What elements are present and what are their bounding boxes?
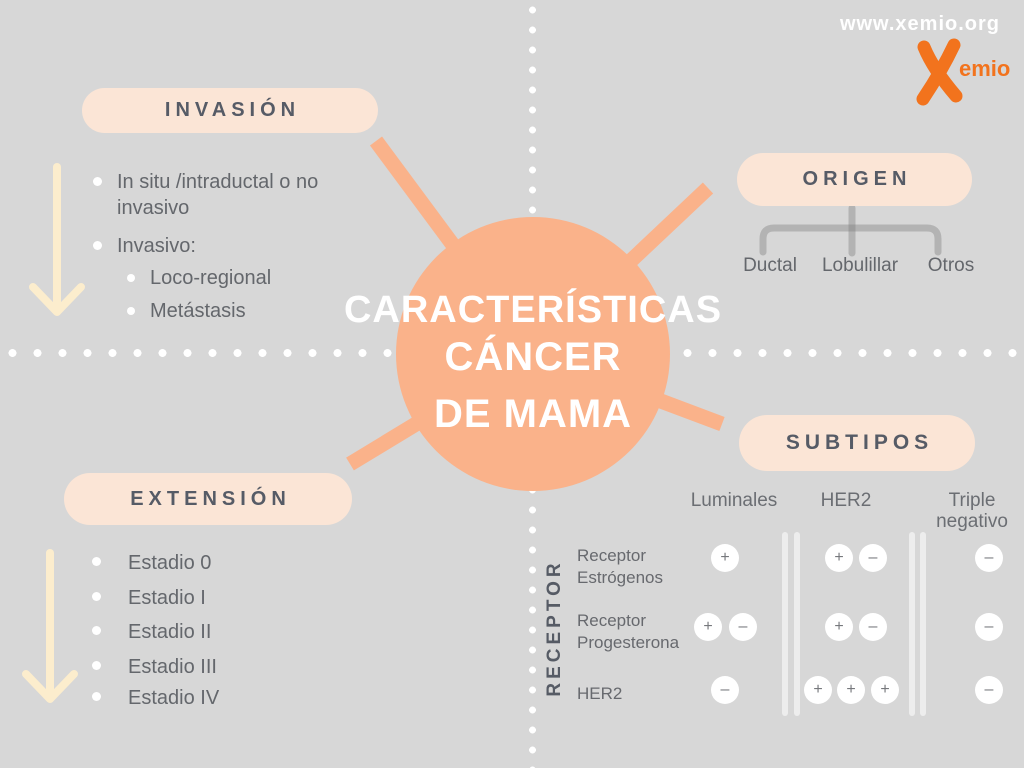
column-header-triple-negativo: Triple negativo bbox=[936, 490, 1008, 532]
site-url: www.xemio.org bbox=[839, 13, 1000, 35]
cell-progesterona-luminales: + bbox=[694, 613, 722, 641]
xemio-logo-x-icon bbox=[916, 38, 963, 106]
extension-item: Estadio II bbox=[128, 621, 212, 643]
cell-her2-her2: + bbox=[871, 676, 899, 704]
column-divider-bar bbox=[920, 532, 926, 716]
down-arrow-icon-bottom bbox=[22, 549, 78, 703]
column-header-her2: HER2 bbox=[820, 490, 872, 511]
origen-child-ductal: Ductal bbox=[743, 255, 797, 276]
cell-estrogenos-luminales: + bbox=[711, 544, 739, 572]
invasion-item-2: Invasivo: bbox=[117, 235, 196, 257]
origen-bracket bbox=[759, 204, 942, 257]
extension-pill: EXTENSIÓN bbox=[64, 473, 352, 525]
bullet-dot bbox=[127, 307, 135, 315]
row-label-progesterona: Receptor Progesterona bbox=[577, 611, 680, 652]
cell-progesterona-her2: + bbox=[825, 613, 853, 641]
column-divider-bar bbox=[909, 532, 915, 716]
invasion-subitem-1: Loco-regional bbox=[150, 267, 272, 289]
cell-her2-her2: + bbox=[804, 676, 832, 704]
extension-item: Estadio III bbox=[128, 656, 217, 678]
bullet-dot bbox=[92, 692, 101, 701]
extension-item: Estadio IV bbox=[128, 687, 220, 709]
extension-item: Estadio 0 bbox=[128, 552, 212, 574]
center-title-line1: CARACTERÍSTICAS bbox=[343, 289, 723, 331]
origen-child-lobulillar: Lobulillar bbox=[821, 255, 899, 276]
bullet-dot bbox=[92, 557, 101, 566]
cell-progesterona-triple: – bbox=[975, 613, 1003, 641]
cell-estrogenos-triple: – bbox=[975, 544, 1003, 572]
column-divider-bar bbox=[782, 532, 788, 716]
subtipos-pill: SUBTIPOS bbox=[739, 415, 975, 471]
bullet-dot bbox=[92, 661, 101, 670]
cell-estrogenos-her2: – bbox=[859, 544, 887, 572]
row-label-estrogenos: Receptor Estrógenos bbox=[577, 546, 663, 587]
bullet-dot bbox=[92, 592, 101, 601]
invasion-pill: INVASIÓN bbox=[82, 88, 378, 133]
invasion-item-1: In situ /intraductal o no invasivo bbox=[117, 171, 319, 219]
extension-item: Estadio I bbox=[128, 587, 206, 609]
center-topic-circle bbox=[396, 217, 670, 491]
receptor-axis-label: RECEPTOR bbox=[544, 559, 565, 697]
bullet-dot bbox=[127, 274, 135, 282]
column-header-luminales: Luminales bbox=[690, 490, 778, 511]
column-divider-bar bbox=[794, 532, 800, 716]
bullet-dot bbox=[92, 626, 101, 635]
cell-estrogenos-her2: + bbox=[825, 544, 853, 572]
down-arrow-icon-top bbox=[29, 163, 85, 316]
cell-her2-triple: – bbox=[975, 676, 1003, 704]
bullet-dot bbox=[93, 241, 102, 250]
center-title-line3: DE MAMA bbox=[433, 392, 633, 436]
cell-progesterona-luminales: – bbox=[729, 613, 757, 641]
row-label-her2: HER2 bbox=[577, 684, 623, 703]
bullet-dot bbox=[93, 177, 102, 186]
cell-her2-luminales: – bbox=[711, 676, 739, 704]
origen-pill: ORIGEN bbox=[737, 153, 972, 206]
center-title-line2: CÁNCER bbox=[444, 335, 622, 379]
xemio-logo-text: emio bbox=[959, 56, 1011, 81]
origen-child-otros: Otros bbox=[927, 255, 975, 276]
invasion-subitem-2: Metástasis bbox=[150, 300, 246, 322]
cell-progesterona-her2: – bbox=[859, 613, 887, 641]
cell-her2-her2: + bbox=[837, 676, 865, 704]
